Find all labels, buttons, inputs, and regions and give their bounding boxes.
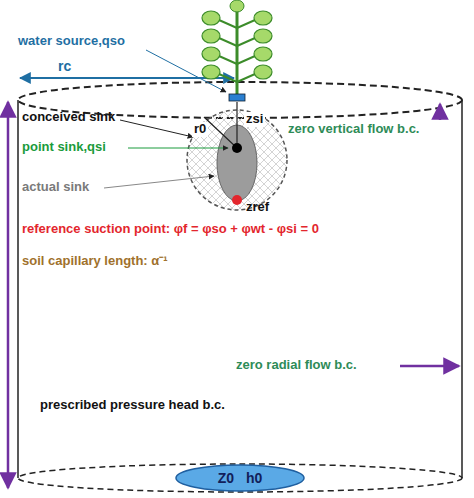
branch bbox=[237, 74, 255, 82]
leaf bbox=[202, 65, 220, 79]
source-label: water source,qso bbox=[18, 34, 125, 49]
leaf bbox=[202, 11, 220, 25]
cylinder-wall bbox=[17, 100, 19, 478]
cylinder-wall bbox=[461, 100, 463, 478]
depth-label: zsi bbox=[244, 112, 265, 127]
branch bbox=[219, 56, 237, 64]
leaf bbox=[254, 47, 272, 61]
branch bbox=[219, 38, 237, 46]
boundary-value: h0 bbox=[240, 470, 268, 486]
equation-label: reference suction point: φf = φso + φwt … bbox=[22, 222, 319, 237]
boundary-label: zero radial flow b.c. bbox=[236, 358, 357, 373]
r0-line bbox=[204, 117, 237, 148]
branch bbox=[237, 56, 255, 64]
boundary-ellipse: Z0h0 bbox=[175, 464, 305, 492]
branch bbox=[237, 20, 255, 28]
radius-label: rc bbox=[58, 58, 71, 74]
radial-flow-arrow bbox=[400, 365, 459, 368]
radius-label: r0 bbox=[192, 122, 208, 137]
leader-line bbox=[146, 50, 226, 92]
point-sink bbox=[232, 143, 242, 153]
vertical-flow-arrow bbox=[439, 104, 442, 120]
leader-line bbox=[128, 148, 228, 149]
branch bbox=[237, 38, 255, 46]
reference-point bbox=[232, 195, 242, 205]
boundary-value: Z0 bbox=[212, 470, 240, 486]
depth-arrow bbox=[7, 102, 10, 488]
branch bbox=[219, 20, 237, 28]
leader-line bbox=[120, 120, 193, 137]
sink-label: conceived sink bbox=[22, 110, 115, 125]
plant bbox=[202, 0, 272, 94]
ellipse-outline bbox=[175, 464, 305, 492]
zsi-line bbox=[236, 102, 237, 143]
branch bbox=[219, 74, 237, 82]
boundary-label: zero vertical flow b.c. bbox=[288, 122, 420, 137]
leaf bbox=[254, 65, 272, 79]
water-source bbox=[229, 94, 245, 101]
sink-label: point sink,qsi bbox=[22, 140, 106, 155]
leaf bbox=[202, 47, 220, 61]
parameter-label: soil capillary length: α⁻¹ bbox=[22, 254, 168, 269]
leader-line bbox=[104, 176, 214, 188]
leaf bbox=[202, 29, 220, 43]
leaf bbox=[230, 0, 244, 12]
radius-arrow bbox=[20, 77, 234, 79]
sink-label: actual sink bbox=[22, 180, 89, 195]
depth-label: zref bbox=[246, 200, 269, 215]
cylinder-bottom bbox=[18, 464, 462, 492]
leaf bbox=[254, 29, 272, 43]
leaf bbox=[254, 11, 272, 25]
boundary-label: prescribed pressure head b.c. bbox=[40, 398, 225, 413]
